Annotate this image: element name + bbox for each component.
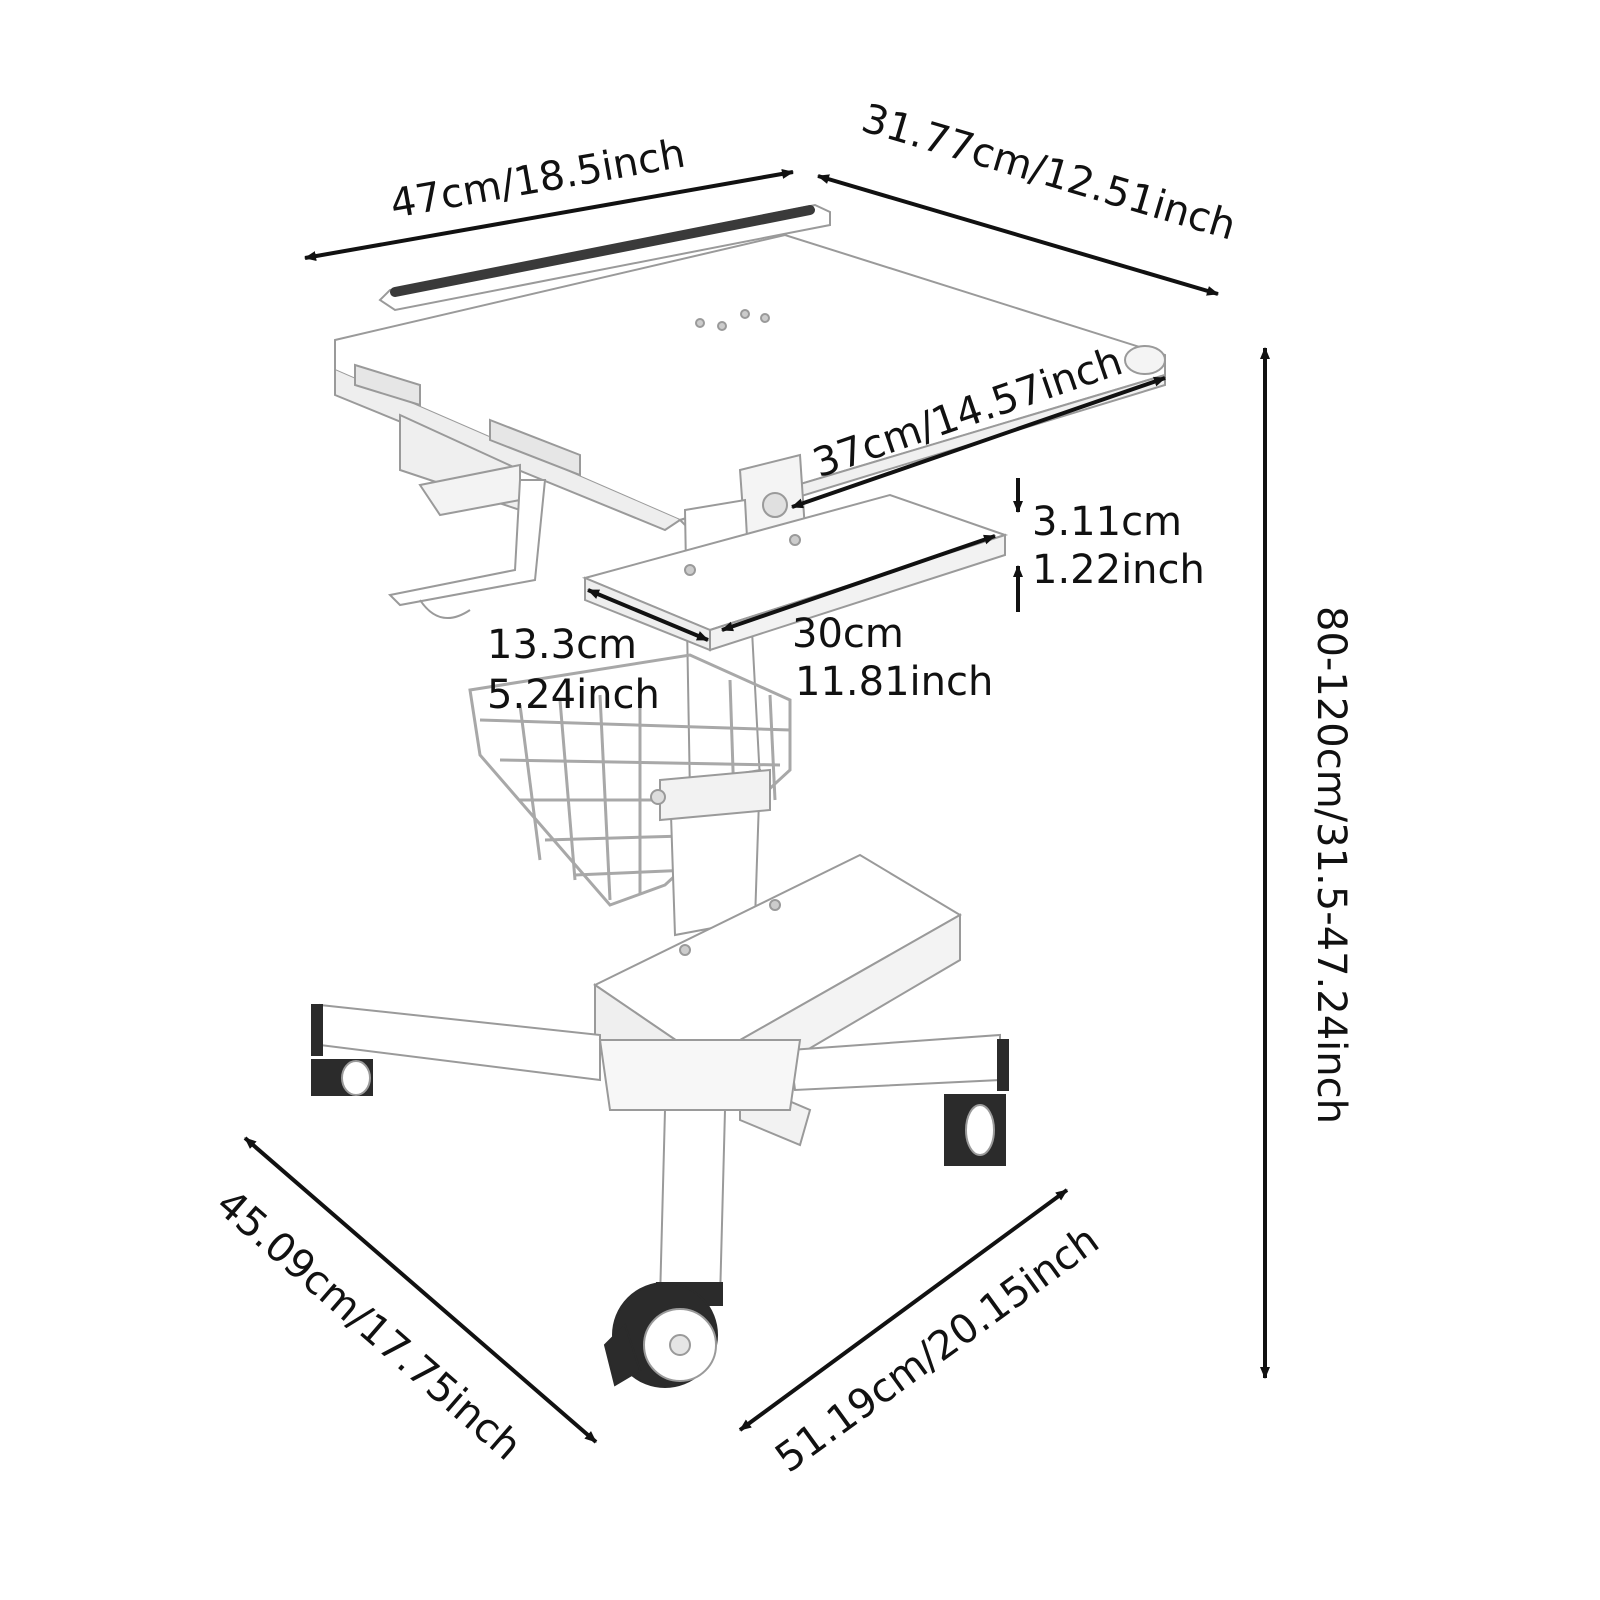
label-tray-depth-cm: 13.3cm (487, 622, 637, 668)
arrow-desk-width (791, 376, 1166, 509)
label-tray-height-in: 1.22inch (1032, 547, 1205, 593)
mobile-cart-illustration (311, 203, 1166, 1388)
arrow-top-depth (817, 174, 1219, 296)
label-tray-width-in: 11.81inch (795, 659, 993, 705)
label-base-width: 51.19cm/20.15inch (767, 1217, 1107, 1482)
desk-bracket (399, 413, 521, 517)
caster-front (603, 1282, 718, 1388)
label-base-depth: 45.09cm/17.75inch (207, 1181, 529, 1470)
arrow-base-width (738, 1188, 1069, 1432)
caster-left (311, 1059, 373, 1096)
arrow-tray-width (721, 534, 996, 632)
cable-hook (387, 479, 547, 619)
label-top-width: 47cm/18.5inch (387, 131, 689, 228)
arrow-top-width (304, 168, 794, 262)
label-tray-depth-in: 5.24inch (487, 672, 660, 718)
column-lower (650, 768, 771, 937)
label-top-depth: 31.77cm/12.51inch (857, 95, 1241, 249)
label-tray-width-cm: 30cm (792, 611, 904, 657)
arrow-base-depth (243, 1136, 598, 1444)
caster-right (944, 1094, 1006, 1166)
label-height-range: 80-120cm/31.5-47.24inch (1308, 606, 1354, 1124)
label-tray-height-cm: 3.11cm (1032, 499, 1182, 545)
arrow-tray-depth (587, 588, 709, 642)
five-star-base (311, 1003, 1009, 1306)
dimension-lines (243, 168, 1270, 1444)
caster-wheels (311, 1059, 1006, 1388)
